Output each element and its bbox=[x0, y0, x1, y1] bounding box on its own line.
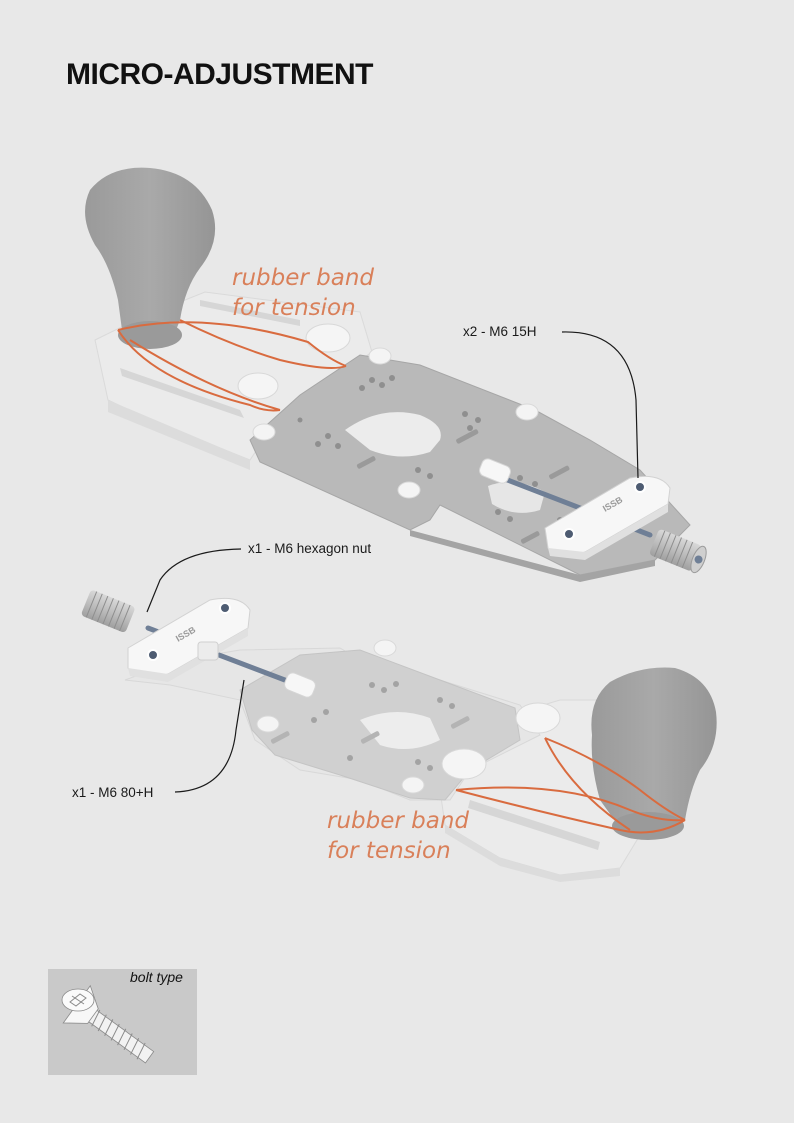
top-rubber-band-label-line2: for tension bbox=[232, 295, 356, 321]
bottom-rubber-band-label-line2: for tension bbox=[327, 838, 451, 864]
bottom-roller-2 bbox=[441, 748, 487, 780]
page-title: MICRO-ADJUSTMENT bbox=[66, 58, 374, 91]
bolt-type-inset: bolt type bbox=[48, 969, 197, 1075]
top-roller-1 bbox=[305, 323, 351, 353]
top-rubber-band bbox=[117, 319, 347, 412]
bottom-assembly: ISSB rubber band for tension x1 - M6 hex… bbox=[72, 541, 717, 882]
top-pegs bbox=[252, 347, 539, 499]
top-roller-2 bbox=[237, 372, 279, 400]
top-micro-adjuster: ISSB bbox=[479, 458, 707, 574]
bolt-type-label: bolt type bbox=[130, 969, 183, 985]
bottom-rod-leader bbox=[174, 679, 245, 793]
bottom-nut-leader bbox=[146, 548, 242, 613]
bottom-rubber-band-label-line1: rubber band bbox=[327, 808, 469, 834]
bottom-pegs bbox=[256, 639, 425, 794]
bottom-micro-adjuster: ISSB bbox=[81, 590, 316, 698]
top-bolt-callout: x2 - M6 15H bbox=[463, 324, 537, 339]
top-plate-holes bbox=[297, 375, 563, 523]
bottom-rubber-band bbox=[455, 737, 686, 834]
bottom-plate-holes bbox=[311, 681, 455, 771]
top-bolt-leader bbox=[561, 331, 639, 479]
top-assembly: ISSB rubber band for tension x2 - M6 15H bbox=[85, 167, 707, 582]
countersunk-bolt-icon bbox=[61, 984, 155, 1064]
top-rubber-band-label-line1: rubber band bbox=[232, 265, 374, 291]
top-plate-slot bbox=[345, 412, 441, 457]
bottom-knob bbox=[591, 667, 717, 840]
bottom-rod-callout: x1 - M6 80+H bbox=[72, 785, 153, 800]
bottom-roller-1 bbox=[515, 702, 561, 734]
bottom-nut-callout: x1 - M6 hexagon nut bbox=[248, 541, 371, 556]
